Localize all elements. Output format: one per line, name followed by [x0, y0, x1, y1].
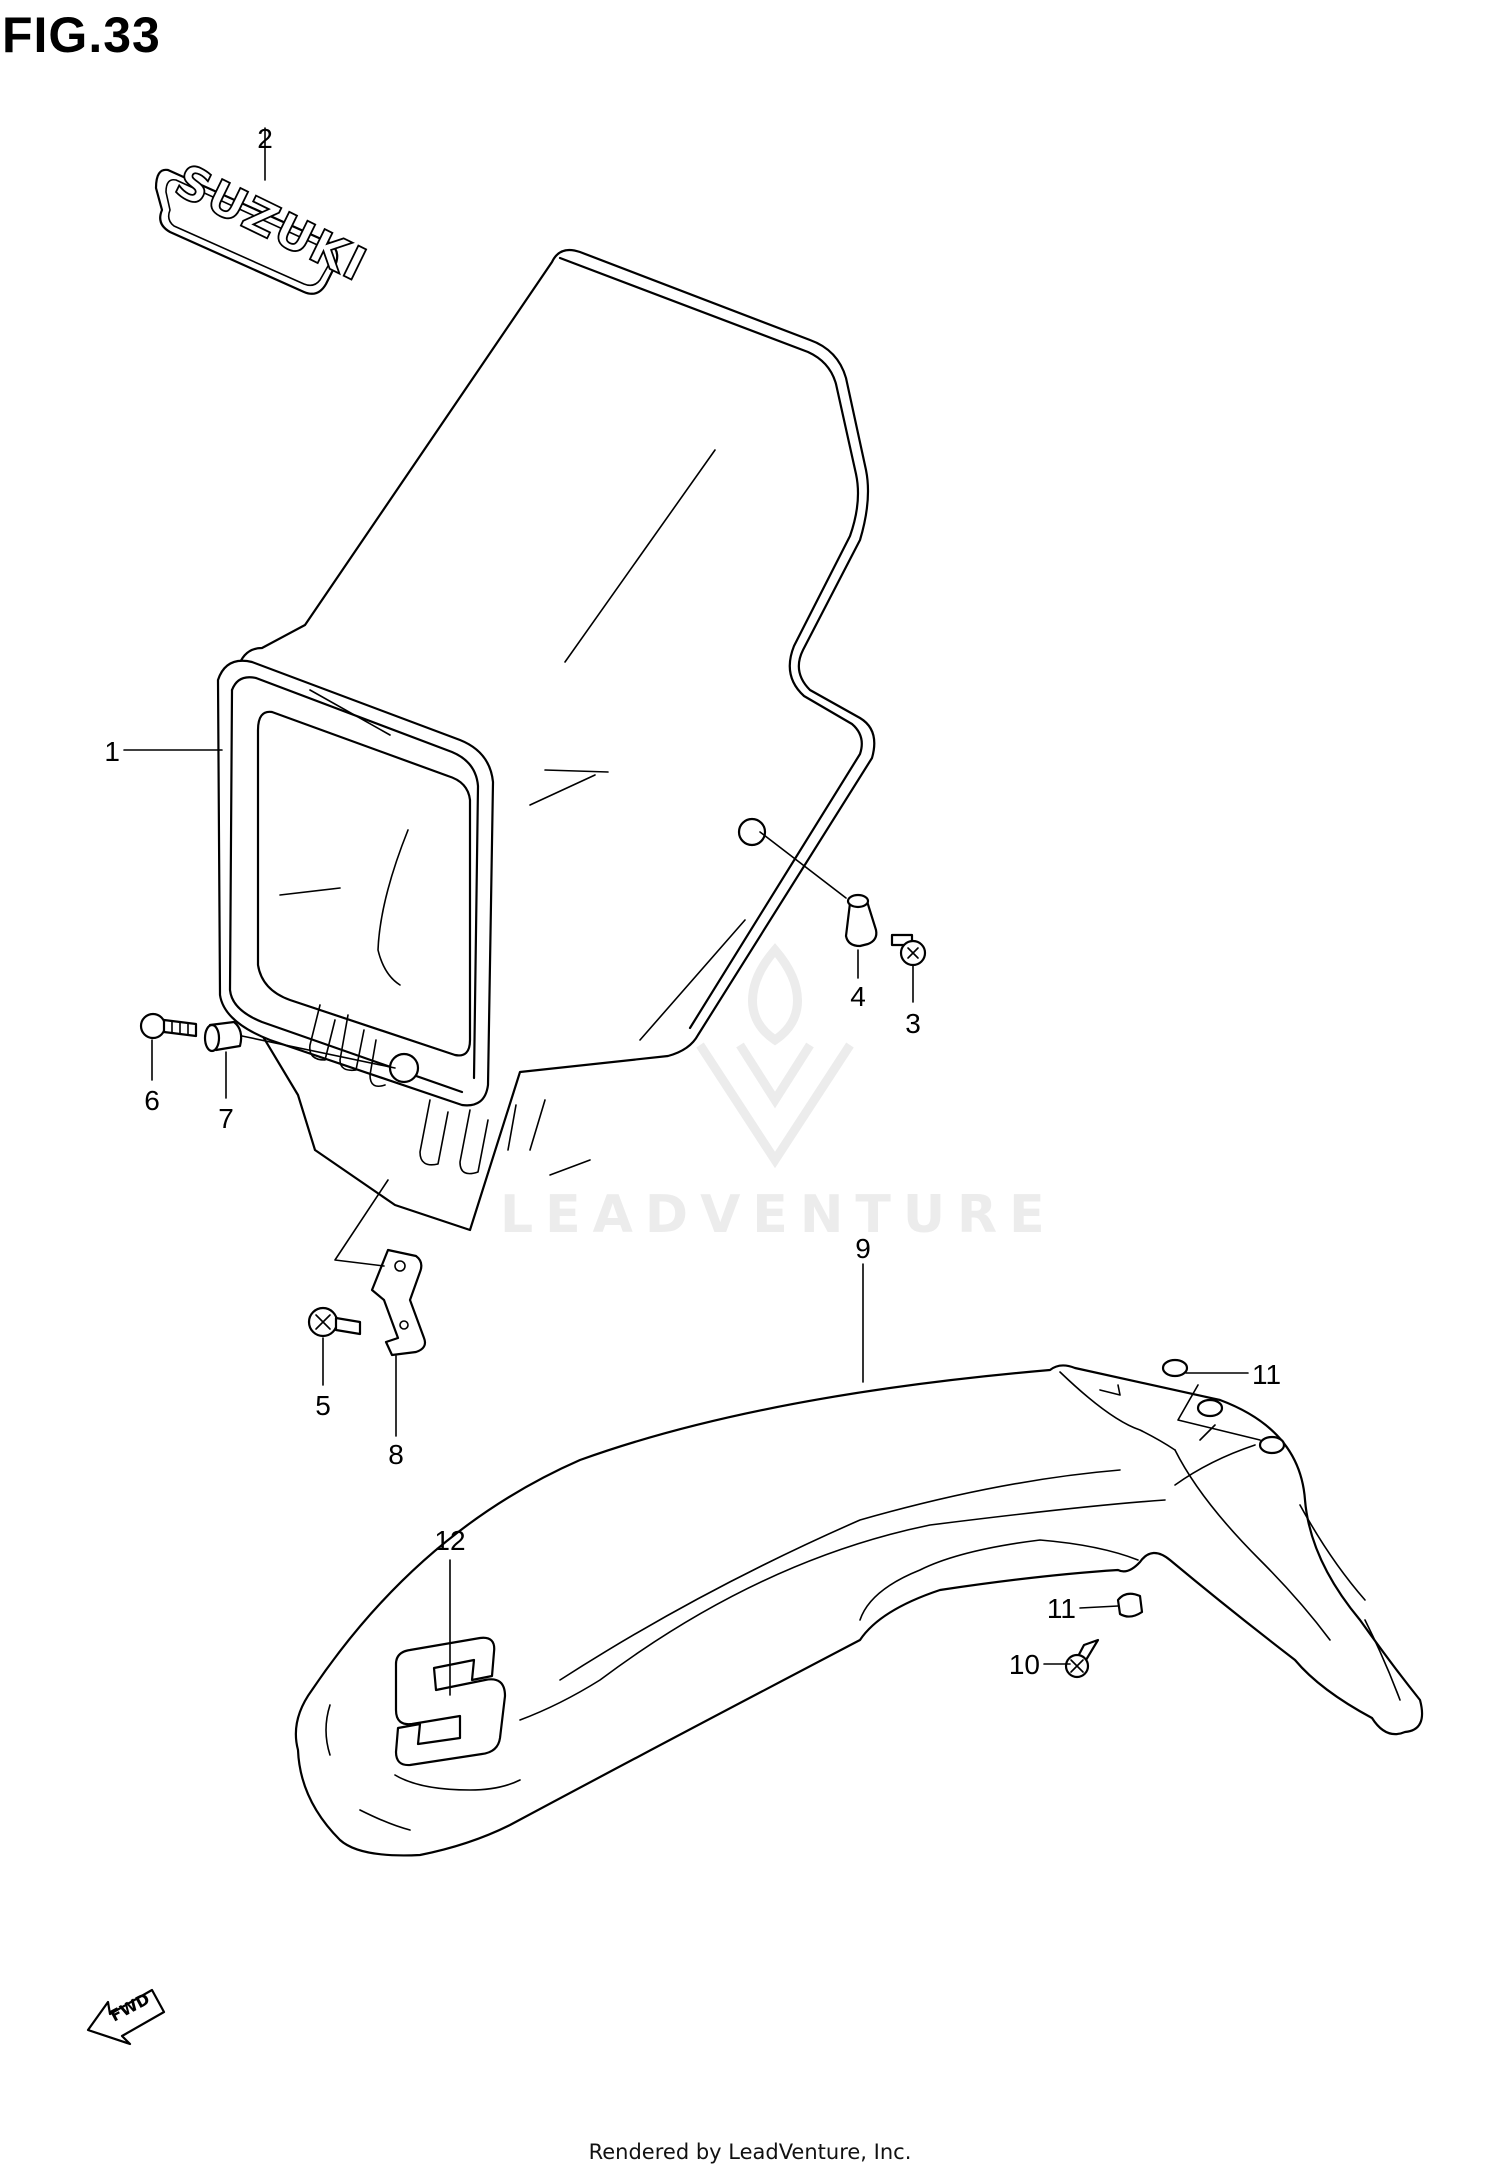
- callout-label: 5: [315, 1390, 331, 1421]
- screw-3: [890, 933, 927, 967]
- leader-collar-4: [759, 831, 847, 899]
- callout-label: 11: [1047, 1593, 1076, 1624]
- collar-7: [203, 1020, 243, 1053]
- callout-label: 10: [1009, 1649, 1040, 1680]
- leader-bracket-8: [334, 1179, 389, 1267]
- callout-label: 6: [144, 1085, 160, 1116]
- collar-4: [844, 893, 878, 948]
- mount-hole: [737, 817, 767, 847]
- callout-label: 9: [855, 1233, 871, 1264]
- watermark: LEADVENTURE: [500, 943, 1057, 1245]
- headlight-cover: [216, 248, 876, 1232]
- fwd-arrow: FWD: [86, 1988, 166, 2046]
- callout-label: 1: [104, 736, 120, 767]
- callout-label: 2: [257, 123, 273, 154]
- leader-collar-7: [241, 1035, 396, 1069]
- callout-label: 7: [218, 1103, 234, 1134]
- mount-hole: [388, 1052, 420, 1084]
- figure-title: FIG.33: [2, 7, 161, 63]
- bolt-5: [307, 1306, 362, 1338]
- callout-label: 8: [388, 1439, 404, 1470]
- bolt-6: [139, 1012, 198, 1040]
- callout-leaders: [123, 127, 1249, 1696]
- front-fender: [294, 1358, 1424, 1857]
- callout-label: 11: [1252, 1359, 1281, 1390]
- clip-11-lower: [1116, 1592, 1144, 1618]
- callout-label: 4: [850, 981, 866, 1012]
- watermark-logo: [696, 943, 854, 1169]
- callout-label: 12: [434, 1525, 465, 1556]
- footer-credit: Rendered by LeadVenture, Inc.: [588, 2140, 912, 2164]
- watermark-text: LEADVENTURE: [500, 1185, 1057, 1245]
- fender-emblem: [394, 1636, 507, 1767]
- callout-numbers: 1 2 3 4 5 6 7 8 9 10 11 11 12: [104, 123, 1281, 1680]
- bolt-10: [1064, 1638, 1100, 1679]
- decal-suzuki: SUZUKI: [154, 152, 377, 295]
- bracket-8: [370, 1248, 427, 1357]
- callout-label: 3: [905, 1008, 921, 1039]
